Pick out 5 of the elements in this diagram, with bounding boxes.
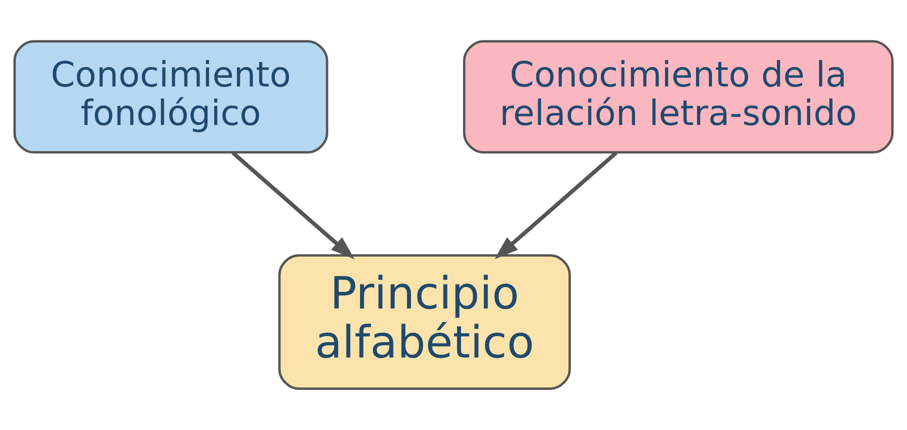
arrow	[494, 151, 618, 260]
node-box: Conocimiento fonológico	[13, 40, 328, 154]
node-box: Principio alfabético	[278, 254, 571, 390]
arrow	[232, 151, 355, 260]
node-box: Conocimiento de la relación letra-sonido	[463, 40, 894, 154]
